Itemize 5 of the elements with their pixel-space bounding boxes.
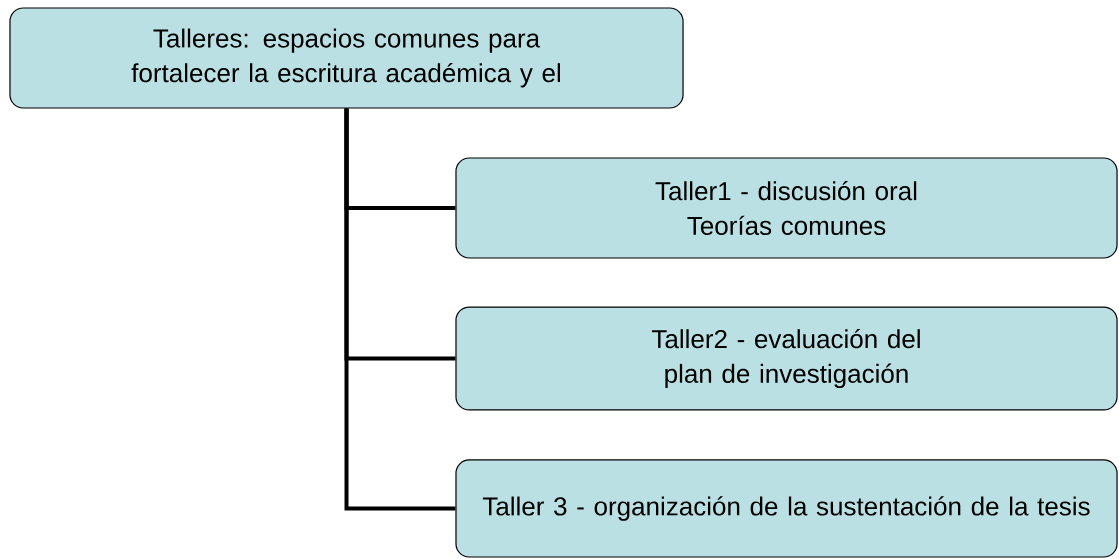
connector-line [344,108,456,511]
process-box: Taller2 - evaluación del plan de investigación [455,306,1118,411]
process-box: Taller1 - discusión oral Teorías comunes [455,157,1118,259]
process-box: Taller 3 - organización de la sustentación de la tesis [455,459,1118,558]
process-box: Talleres: espacios comunes para fortalecer la escritura académica y el [9,7,684,109]
